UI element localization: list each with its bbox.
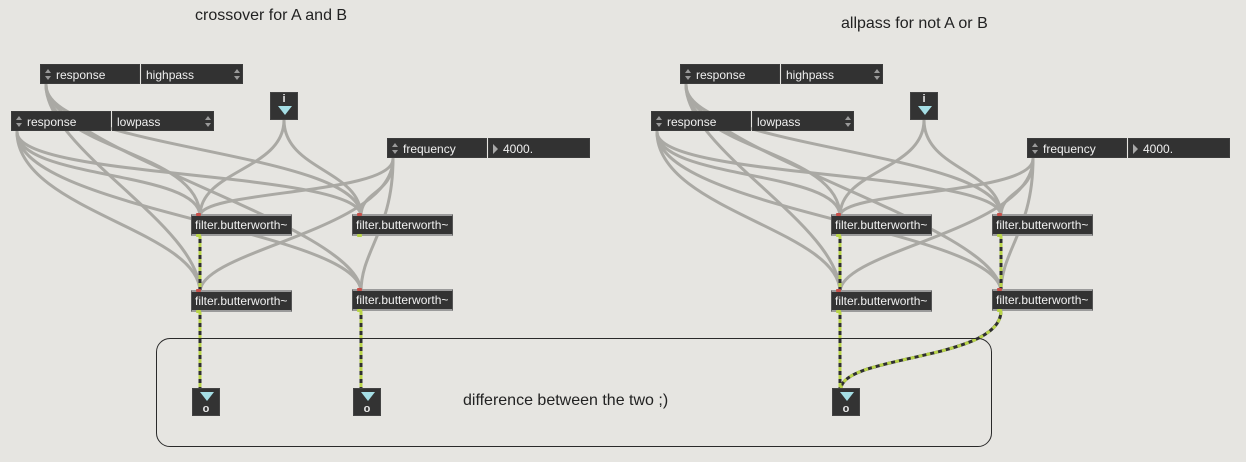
object-inlet[interactable]	[997, 288, 1002, 291]
filter-butterworth-object[interactable]: filter.butterworth~	[352, 288, 453, 312]
object-text: filter.butterworth~	[835, 294, 928, 308]
attr-label: response	[56, 68, 106, 82]
menu-value: lowpass	[117, 115, 161, 129]
response-highpass-menu[interactable]: highpass	[141, 64, 243, 84]
frequency-attr-selector[interactable]: frequency	[387, 138, 487, 158]
object-text: filter.butterworth~	[195, 294, 288, 308]
stepper-icon	[234, 69, 241, 81]
object-text: filter.butterworth~	[356, 218, 449, 232]
outlet-object[interactable]: o	[832, 388, 860, 416]
frequency-attr-selector[interactable]: frequency	[1027, 138, 1127, 158]
response-attr-selector-2[interactable]: response	[11, 111, 111, 131]
response-lowpass-menu[interactable]: lowpass	[112, 111, 214, 131]
stepper-icon	[874, 69, 881, 81]
difference-panel	[156, 338, 992, 447]
stepper-icon	[392, 143, 399, 155]
object-inlet[interactable]	[836, 213, 841, 216]
filter-butterworth-object[interactable]: filter.butterworth~	[992, 288, 1093, 312]
object-text: filter.butterworth~	[835, 218, 928, 232]
object-text: filter.butterworth~	[356, 293, 449, 307]
object-inlet[interactable]	[196, 213, 201, 216]
outlet-object[interactable]: o	[353, 388, 381, 416]
inlet-arrow-icon	[918, 106, 932, 115]
object-inlet[interactable]	[357, 288, 362, 291]
allpass-comment: allpass for not A or B	[841, 15, 988, 32]
outlet-arrow-icon	[200, 392, 214, 401]
object-inlet[interactable]	[836, 289, 841, 292]
frequency-number-box[interactable]: 4000.	[488, 138, 590, 158]
object-text: filter.butterworth~	[996, 218, 1089, 232]
inlet-object[interactable]: i	[910, 92, 938, 120]
object-outlet[interactable]	[196, 234, 201, 237]
outlet-label: o	[202, 403, 210, 415]
stepper-icon	[205, 116, 212, 128]
outlet-object[interactable]: o	[192, 388, 220, 416]
outlet-arrow-icon	[361, 392, 375, 401]
object-outlet[interactable]	[836, 234, 841, 237]
response-attr-selector-2[interactable]: response	[651, 111, 751, 131]
inlet-object[interactable]: i	[270, 92, 298, 120]
stepper-icon	[685, 69, 692, 81]
attr-label: frequency	[1043, 142, 1096, 156]
filter-butterworth-object[interactable]: filter.butterworth~	[831, 213, 932, 237]
filter-butterworth-object[interactable]: filter.butterworth~	[352, 213, 453, 237]
object-text: filter.butterworth~	[996, 293, 1089, 307]
menu-value: lowpass	[757, 115, 801, 129]
filter-butterworth-object[interactable]: filter.butterworth~	[831, 289, 932, 313]
filter-butterworth-object[interactable]: filter.butterworth~	[992, 213, 1093, 237]
object-inlet[interactable]	[357, 213, 362, 216]
menu-value: highpass	[146, 68, 195, 82]
object-outlet[interactable]	[997, 309, 1002, 312]
frequency-value: 4000.	[1143, 142, 1174, 156]
object-outlet[interactable]	[997, 234, 1002, 237]
menu-value: highpass	[786, 68, 835, 82]
number-arrow-icon	[493, 144, 498, 154]
stepper-icon	[1032, 143, 1039, 155]
difference-comment: difference between the two ;)	[463, 392, 669, 409]
response-lowpass-menu[interactable]: lowpass	[752, 111, 854, 131]
response-attr-selector[interactable]: response	[680, 64, 780, 84]
object-outlet[interactable]	[357, 309, 362, 312]
stepper-icon	[16, 116, 23, 128]
inlet-label: i	[922, 93, 926, 105]
stepper-icon	[656, 116, 663, 128]
attr-label: response	[696, 68, 746, 82]
stepper-icon	[845, 116, 852, 128]
frequency-number-box[interactable]: 4000.	[1128, 138, 1230, 158]
filter-butterworth-object[interactable]: filter.butterworth~	[191, 213, 292, 237]
object-inlet[interactable]	[997, 213, 1002, 216]
crossover-comment: crossover for A and B	[195, 7, 348, 24]
object-text: filter.butterworth~	[195, 218, 288, 232]
outlet-arrow-icon	[840, 392, 854, 401]
number-arrow-icon	[1133, 144, 1138, 154]
object-outlet[interactable]	[196, 310, 201, 313]
outlet-label: o	[842, 403, 850, 415]
outlet-label: o	[363, 403, 371, 415]
attr-label: response	[27, 115, 77, 129]
attr-label: frequency	[403, 142, 456, 156]
response-attr-selector[interactable]: response	[40, 64, 140, 84]
inlet-label: i	[282, 93, 286, 105]
inlet-arrow-icon	[278, 106, 292, 115]
frequency-value: 4000.	[503, 142, 534, 156]
object-inlet[interactable]	[196, 289, 201, 292]
filter-butterworth-object[interactable]: filter.butterworth~	[191, 289, 292, 313]
stepper-icon	[45, 69, 52, 81]
object-outlet[interactable]	[357, 234, 362, 237]
response-highpass-menu[interactable]: highpass	[781, 64, 883, 84]
object-outlet[interactable]	[836, 310, 841, 313]
attr-label: response	[667, 115, 717, 129]
